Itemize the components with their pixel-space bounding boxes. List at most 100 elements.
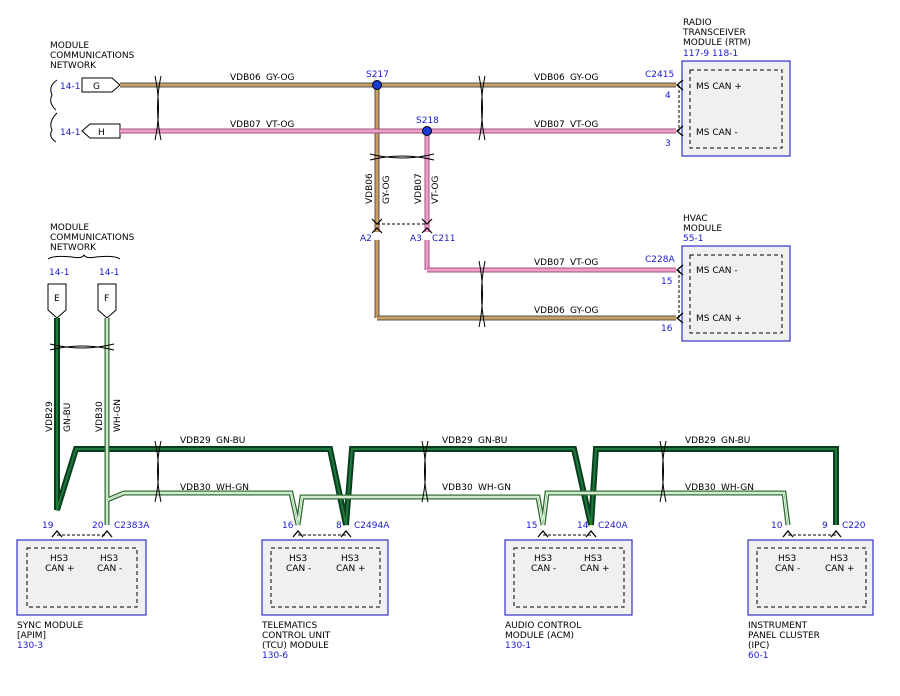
acm-connector: C240A: [598, 521, 628, 531]
acm-name-line1: AUDIO CONTROL: [505, 621, 581, 631]
inline-a2-label: A2: [360, 234, 372, 244]
ipc-name-line1: INSTRUMENT: [748, 621, 808, 631]
acm-name-line2: MODULE (ACM): [505, 631, 574, 641]
ipc-module-box[interactable]: [747, 539, 874, 616]
top-network-line2: COMMUNICATIONS: [50, 51, 135, 61]
wire-label-vdb07-right: VDB07: [534, 120, 565, 130]
hvac-pin-minus: 15: [661, 277, 672, 287]
ipc-connector: C220: [842, 521, 866, 531]
ipc-name-line2: PANEL CLUSTER: [748, 631, 820, 641]
tcu-ref: 130-6: [262, 651, 288, 661]
hvac-pin-plus-arrow: [675, 312, 684, 324]
apim-name-line2: [APIM]: [17, 631, 46, 641]
hvac-pin-plus-label: MS CAN +: [696, 314, 742, 324]
inline-connector-c211: [371, 218, 433, 234]
hvac-name-line1: HVAC: [683, 214, 708, 224]
ipc-pins: [782, 529, 842, 538]
wire-vdb06-top: [120, 82, 676, 321]
bottom-network-label: MODULE COMMUNICATIONS NETWORK: [50, 223, 135, 253]
wire-color-vtog-left: VT-OG: [266, 120, 294, 130]
apim-hs3-minus: HS3: [100, 554, 118, 564]
wire-label-vdb07-left: VDB07: [230, 120, 261, 130]
tcu-name-line2: CONTROL UNIT: [262, 631, 331, 641]
tcu-module-box[interactable]: [261, 539, 389, 616]
acm-pin-minus: 15: [526, 521, 537, 531]
top-network-label: MODULE COMMUNICATIONS NETWORK: [50, 41, 135, 71]
rtm-pin-minus-arrow: [675, 125, 684, 137]
twist-markers-bottom: [49, 343, 667, 503]
wire-label-vdb07-vert: VDB07: [414, 173, 424, 204]
tcu-can-plus: CAN +: [336, 564, 366, 574]
connector-h-label: H: [98, 128, 105, 138]
apim-connector: C2383A: [114, 521, 150, 531]
rtm-pin-plus-arrow: [675, 79, 684, 91]
wire-vdb29: [54, 318, 839, 526]
rtm-module-box[interactable]: [681, 60, 791, 157]
tcu-pin-plus: 8: [336, 521, 342, 531]
wire-label-vdb06-left: VDB06: [230, 73, 261, 83]
wire-label-vdb06-right: VDB06: [534, 73, 565, 83]
wire-vdb30: [104, 318, 791, 526]
wire-color-whgn-1: WH-GN: [216, 483, 249, 493]
bottom-network-line3: NETWORK: [50, 243, 97, 253]
rtm-pin-plus-label: MS CAN +: [696, 82, 742, 92]
rtm-pin-minus-label: MS CAN -: [696, 128, 738, 138]
splice-s217-label: S217: [366, 70, 389, 80]
wire-label-vdb30-vert: VDB30: [95, 401, 105, 432]
wire-color-gyog-vert: GY-OG: [382, 175, 392, 204]
apim-name-line1: SYNC MODULE: [17, 621, 83, 631]
apim-hs3-plus: HS3: [50, 554, 68, 564]
splice-s217: [372, 80, 382, 90]
rtm-module-inner: [689, 69, 783, 149]
apim-can-minus: CAN -: [97, 564, 122, 574]
hvac-ref: 55-1: [683, 234, 703, 244]
acm-module-box[interactable]: [504, 539, 633, 616]
wire-color-whgn-vert: WH-GN: [113, 399, 123, 432]
tcu-hs3-minus: HS3: [289, 554, 307, 564]
connector-g: G: [81, 77, 121, 93]
hvac-pin-minus-arrow: [675, 264, 684, 276]
rtm-name-line2: TRANSCEIVER: [682, 28, 746, 38]
hvac-pin-plus: 16: [661, 324, 673, 334]
wire-label-vdb07-hvac: VDB07: [534, 258, 565, 268]
conn-h-ref: 14-1: [60, 128, 80, 138]
bottom-network-line2: COMMUNICATIONS: [50, 233, 135, 243]
conn-f-ref: 14-1: [99, 268, 119, 278]
connector-g-label: G: [93, 82, 100, 92]
connector-e: E: [47, 283, 67, 319]
apim-pin-plus: 19: [42, 521, 54, 531]
ipc-can-minus: CAN -: [775, 564, 800, 574]
tcu-can-minus: CAN -: [286, 564, 311, 574]
wire-label-vdb29-2: VDB29: [442, 436, 473, 446]
acm-can-minus: CAN -: [531, 564, 556, 574]
connector-f: F: [97, 283, 117, 319]
wire-color-gyog-right: GY-OG: [570, 73, 599, 83]
tcu-name-line3: (TCU) MODULE: [262, 641, 329, 651]
apim-module-box[interactable]: [16, 539, 147, 616]
top-network-line3: NETWORK: [50, 61, 97, 71]
rtm-pin-minus: 3: [665, 139, 671, 149]
inline-c211-label: C211: [432, 234, 455, 244]
wire-color-gnbu-1: GN-BU: [216, 436, 245, 446]
wire-label-vdb30-2: VDB30: [442, 483, 473, 493]
hvac-label: HVAC MODULE 55-1: [683, 214, 722, 244]
top-network-line1: MODULE: [50, 41, 89, 51]
wire-color-whgn-2: WH-GN: [478, 483, 511, 493]
acm-hs3-minus: HS3: [534, 554, 552, 564]
acm-hs3-plus: HS3: [584, 554, 602, 564]
wire-label-vdb06-hvac: VDB06: [534, 306, 565, 316]
conn-g-ref: 14-1: [60, 82, 80, 92]
bottom-network-line1: MODULE: [50, 223, 89, 233]
tcu-connector: C2494A: [354, 521, 390, 531]
acm-pins: [537, 529, 597, 538]
wire-label-vdb30-1: VDB30: [180, 483, 211, 493]
connector-f-label: F: [104, 294, 109, 304]
apim-module-inner: [26, 547, 138, 608]
hvac-module-box[interactable]: [681, 245, 791, 342]
ipc-can-plus: CAN +: [825, 564, 855, 574]
ipc-hs3-plus: HS3: [830, 554, 848, 564]
wire-label-vdb29-vert: VDB29: [45, 401, 55, 432]
rtm-connector: C2415: [645, 70, 674, 80]
wire-color-gnbu-vert: GN-BU: [63, 403, 73, 432]
wire-label-vdb29-1: VDB29: [180, 436, 211, 446]
